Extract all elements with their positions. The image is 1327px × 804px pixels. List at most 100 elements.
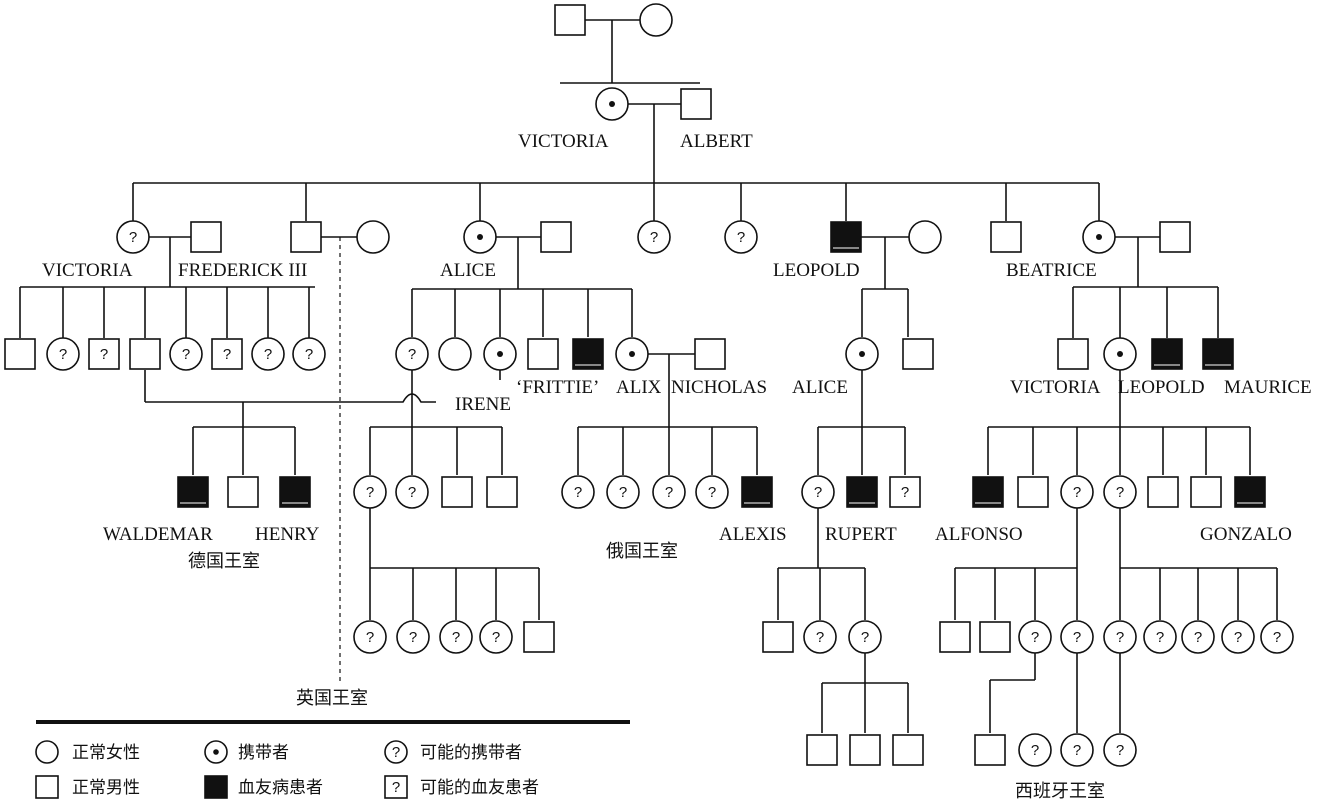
house-captions: 德国王室 俄国王室 英国王室 西班牙王室 (188, 541, 1105, 801)
spanish-grandchild-a-4 (1060, 620, 1094, 654)
label-alice2: ALICE (792, 377, 848, 398)
victoria-child-1 (4, 338, 36, 370)
rupert-sibling-3 (889, 476, 921, 508)
spanish-grandchild-b-3-mark: ? (1194, 629, 1202, 646)
beatrice-child-2-dot (1117, 351, 1123, 357)
victoria-child-7-mark: ? (264, 346, 272, 363)
pedigree-lines (19, 19, 1278, 733)
spanish-ggchild-3 (1060, 733, 1094, 767)
irene-grandchild-4 (479, 620, 513, 654)
spanish-ggchild-3-mark: ? (1073, 742, 1081, 759)
rupert-sibling-1 (801, 475, 835, 509)
spanish-ggchild-4-mark: ? (1116, 742, 1124, 759)
spanish-grandchild-b-1 (1103, 620, 1137, 654)
legend-label-affected-male: 血友病患者 (238, 778, 323, 797)
leopold-son (902, 338, 934, 370)
label-alice: ALICE (440, 260, 496, 281)
caption-russian-house: 俄国王室 (606, 541, 678, 561)
leopold-wife (908, 220, 942, 254)
label-henry: HENRY (255, 524, 320, 545)
label-alexis: ALEXIS (719, 524, 787, 545)
daughter-unknown-1 (637, 220, 671, 254)
label-leopold2: LEOPOLD (1118, 377, 1205, 398)
alice-child-4 (527, 338, 559, 370)
rupert-line-child-1 (762, 621, 794, 653)
rupert-line-child-3-mark: ? (861, 629, 869, 646)
alice-husband (540, 221, 572, 253)
irene-grandchild-2 (396, 620, 430, 654)
victoria-child-5 (169, 337, 203, 371)
beatrice-child-1 (1057, 338, 1089, 370)
victoria-child-3 (88, 338, 120, 370)
label-irene: IRENE (455, 394, 511, 415)
alice-child-1-mark: ? (408, 346, 416, 363)
spanish-grandchild-b-5-mark: ? (1273, 629, 1281, 646)
rupert-line-child-2-mark: ? (816, 629, 824, 646)
victoria-child-6-mark: ? (223, 346, 231, 363)
spanish-child-4 (1103, 475, 1137, 509)
rupert-line-child-3 (848, 620, 882, 654)
beatrice-child-4 (1202, 338, 1234, 370)
irene-grandchild-3-mark: ? (452, 629, 460, 646)
gen0-father (554, 4, 586, 36)
son-1006 (990, 221, 1022, 253)
alice-child-6-dot (629, 351, 635, 357)
victoria-child-2-mark: ? (59, 346, 67, 363)
spanish-child-1 (972, 476, 1004, 508)
rupert-sibling-1-mark: ? (814, 484, 822, 501)
caption-german-house: 德国王室 (188, 551, 260, 571)
victoria-child-4 (129, 338, 161, 370)
spanish-grandchild-b-5 (1260, 620, 1294, 654)
legend-carrier-dot-icon (213, 749, 219, 755)
label-victoria-princess: VICTORIA (42, 260, 133, 281)
victoria-child-6 (211, 338, 243, 370)
rupert-line-grandchild-3 (892, 734, 924, 766)
alice-leopold-daughter-dot (859, 351, 865, 357)
russian-child-2 (606, 475, 640, 509)
spanish-grandchild-b-2 (1143, 620, 1177, 654)
label-waldemar: WALDEMAR (103, 524, 213, 545)
irene-grandchild-2-mark: ? (409, 629, 417, 646)
label-leopold: LEOPOLD (773, 260, 860, 281)
spanish-child-7 (1234, 476, 1266, 508)
rupert-sibling-2 (846, 476, 878, 508)
russian-child-1-mark: ? (574, 484, 582, 501)
irene-branch-child-2-mark: ? (408, 484, 416, 501)
label-victoria-eugenie: VICTORIA (1010, 377, 1101, 398)
spanish-grandchild-a-3 (1018, 620, 1052, 654)
irene-grandchild-1 (353, 620, 387, 654)
label-albert: ALBERT (680, 131, 753, 152)
label-alfonso: ALFONSO (935, 524, 1023, 545)
victoria-child-8-mark: ? (305, 346, 313, 363)
spanish-grandchild-b-4 (1221, 620, 1255, 654)
daughter-unknown-2 (724, 220, 758, 254)
spanish-child-3 (1060, 475, 1094, 509)
legend-normal-male-icon (35, 775, 59, 799)
nicholas (694, 338, 726, 370)
legend-possible-carrier-mark: ? (392, 744, 400, 761)
caption-british-house: 英国王室 (296, 688, 368, 708)
alice-child-2 (438, 337, 472, 371)
gen0-mother (639, 3, 673, 37)
label-nicholas: NICHOLAS (671, 377, 767, 398)
russian-child-4-mark: ? (708, 484, 716, 501)
british-son (290, 221, 322, 253)
albert (680, 88, 712, 120)
legend-label-normal-male: 正常男性 (72, 778, 140, 797)
victoria-child-3-mark: ? (100, 346, 108, 363)
victoria-queen-dot (609, 101, 615, 107)
label-victoria-queen: VICTORIA (518, 131, 609, 152)
russian-child-5 (741, 476, 773, 508)
victoria-child-7 (251, 337, 285, 371)
daughter-unknown-1-mark: ? (650, 229, 658, 246)
daughter-unknown-2-mark: ? (737, 229, 745, 246)
irene-branch-child-1 (353, 475, 387, 509)
victoria-princess-mark: ? (129, 229, 137, 246)
label-rupert: RUPERT (825, 524, 897, 545)
legend-affected-male-icon (204, 775, 228, 799)
spanish-child-3-mark: ? (1073, 484, 1081, 501)
spanish-child-6 (1190, 476, 1222, 508)
legend-possible-carrier-icon (384, 740, 408, 764)
spanish-ggchild-4 (1103, 733, 1137, 767)
